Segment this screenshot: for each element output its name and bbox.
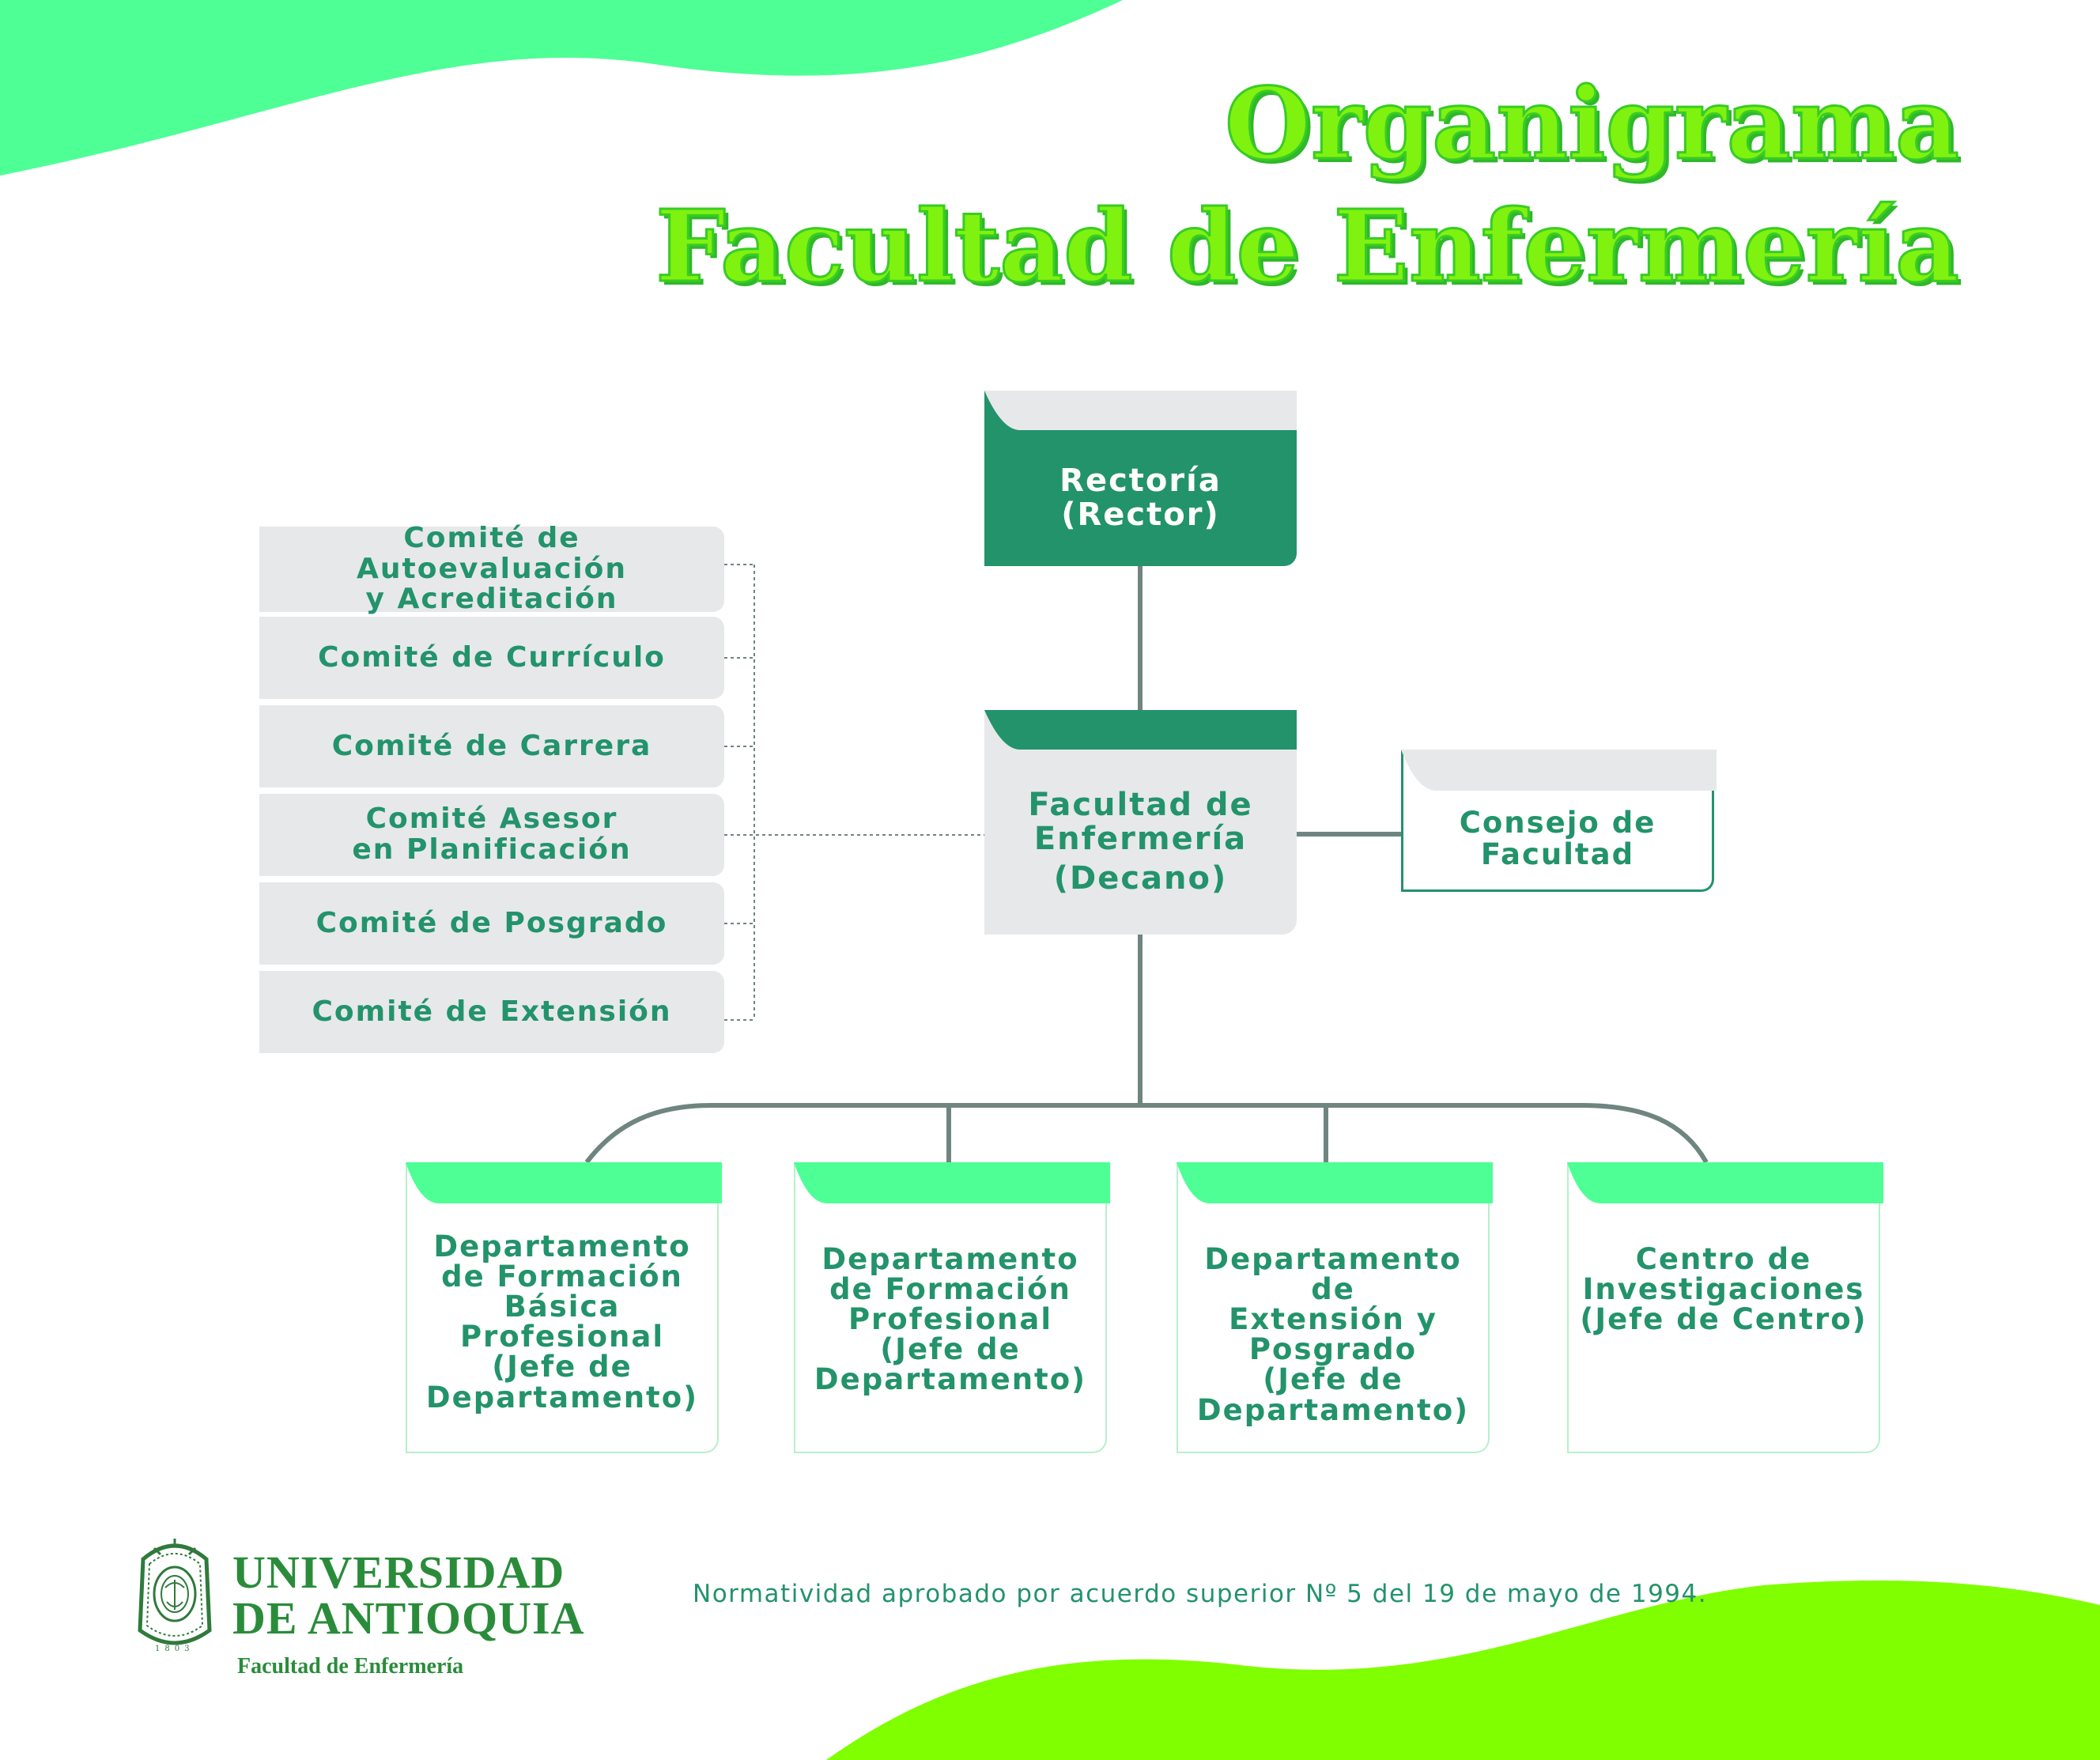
dept-line: Departamento — [821, 1242, 1079, 1276]
comite-carrera: Comité de Carrera — [259, 705, 724, 787]
university-seal-icon — [138, 1539, 212, 1645]
comite-line-1: Comité Asesor — [365, 803, 618, 836]
facultad-node: Facultad de Enfermería (Decano) — [984, 710, 1297, 935]
facultad-line-1: Facultad de — [1028, 787, 1253, 824]
dept-line: Departamento — [433, 1229, 691, 1263]
node-tab — [1177, 1162, 1493, 1203]
dept-formacion-profesional: Departamento de Formación Profesional (J… — [794, 1162, 1110, 1453]
facultad-line-2: Enfermería — [1033, 821, 1248, 858]
node-tab — [1567, 1162, 1883, 1203]
dept-line: Centro de — [1635, 1242, 1812, 1276]
title-line-2: Facultad de Enfermería — [655, 189, 1961, 304]
node-tab — [794, 1162, 1110, 1203]
comite-line-1: Comité de Autoevaluación — [357, 521, 627, 585]
dept-line: (Jefe de — [1263, 1362, 1403, 1397]
dept-line: (Jefe de — [880, 1332, 1021, 1367]
dept-line: (Jefe de — [492, 1350, 633, 1384]
dept-line: Profesional — [459, 1320, 665, 1354]
top-left-wave — [0, 0, 1123, 176]
dotted-connectors — [724, 564, 984, 1021]
university-name-line-2: DE ANTIOQUIA — [232, 1592, 585, 1644]
facultad-line-3: (Decano) — [1053, 859, 1228, 897]
comite-curriculo: Comité de Currículo — [259, 617, 724, 699]
node-tab — [984, 710, 1297, 750]
comite-planificacion: Comité Asesor en Planificación — [259, 794, 724, 876]
comite-line-1: Comité de Posgrado — [315, 906, 668, 939]
comite-line-1: Comité de Extensión — [312, 995, 672, 1028]
bottom-right-wave — [826, 1581, 2100, 1760]
consejo-line-1: Consejo de — [1459, 805, 1656, 840]
rectoria-subtitle: (Rector) — [1061, 497, 1220, 533]
dept-formacion-basica: Departamento de Formación Básica Profesi… — [406, 1162, 722, 1453]
comite-line-2: en Planificación — [352, 833, 632, 866]
dept-line: de Formación — [441, 1260, 683, 1294]
consejo-line-2: Facultad — [1480, 837, 1635, 871]
dept-line: Departamento de — [1204, 1242, 1462, 1307]
university-name-line-1: UNIVERSIDAD — [232, 1547, 565, 1598]
dept-line: Posgrado — [1248, 1332, 1418, 1367]
dept-line: Profesional — [848, 1302, 1053, 1337]
node-tab — [984, 391, 1297, 430]
centro-investigaciones: Centro de Investigaciones (Jefe de Centr… — [1567, 1162, 1883, 1453]
title-line-1: Organigrama — [1223, 66, 1960, 182]
dept-extension-posgrado: Departamento de Extensión y Posgrado (Je… — [1177, 1162, 1493, 1453]
node-tab — [1401, 750, 1717, 791]
dept-line: Básica — [504, 1290, 621, 1324]
dept-line: Departamento) — [425, 1380, 699, 1414]
connector-dept-bus — [584, 1103, 1709, 1164]
normatividad-note: Normatividad aprobado por acuerdo superi… — [693, 1580, 1708, 1608]
comite-line-2: y Acreditación — [365, 583, 618, 616]
dept-line: Departamento) — [814, 1362, 1087, 1397]
comite-line-1: Comité de Currículo — [318, 640, 666, 674]
dept-line: Investigaciones — [1582, 1272, 1865, 1307]
dept-line: de Formación — [829, 1272, 1071, 1307]
comite-line-1: Comité de Carrera — [331, 729, 652, 762]
consejo-node: Consejo de Facultad — [1401, 750, 1717, 892]
solid-connectors — [584, 566, 1709, 1164]
comite-extension: Comité de Extensión — [259, 971, 724, 1053]
node-tab — [406, 1162, 722, 1203]
dept-line: Extensión y — [1229, 1302, 1437, 1337]
seal-year: 1803 — [155, 1645, 195, 1653]
dept-line: (Jefe de Centro) — [1580, 1302, 1868, 1337]
dept-line: Departamento) — [1196, 1392, 1470, 1427]
comite-autoevaluacion: Comité de Autoevaluación y Acreditación — [259, 523, 724, 616]
rectoria-node: Rectoría (Rector) — [984, 391, 1297, 566]
rectoria-title: Rectoría — [1059, 462, 1222, 499]
comite-posgrado: Comité de Posgrado — [259, 882, 724, 965]
faculty-name: Facultad de Enfermería — [237, 1654, 464, 1679]
